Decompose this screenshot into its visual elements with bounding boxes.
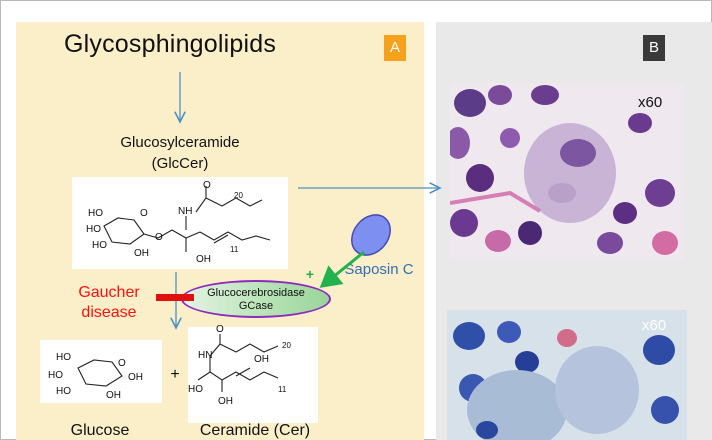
glccer-atoms: HO HO HO OH O O O NH OH 20 11 bbox=[86, 180, 243, 265]
svg-text:NH: NH bbox=[178, 206, 192, 217]
disease-label-line2: disease bbox=[81, 304, 137, 321]
activation-plus: + bbox=[305, 266, 315, 282]
ceramide-structure-card bbox=[188, 327, 318, 423]
svg-text:O: O bbox=[118, 358, 126, 369]
products-plus: + bbox=[170, 366, 180, 383]
magnification-bottom: x60 bbox=[642, 317, 667, 334]
micrograph-top-cells bbox=[450, 83, 684, 259]
svg-text:O: O bbox=[203, 180, 211, 191]
glccer-structure bbox=[103, 186, 271, 252]
ceramide-atoms: HN O OH HO OH 20 11 bbox=[188, 324, 291, 407]
svg-text:HO: HO bbox=[56, 386, 71, 397]
glccer-name: Glucosylceramide bbox=[120, 134, 240, 151]
svg-text:HN: HN bbox=[198, 350, 212, 361]
saposin-c-icon bbox=[351, 214, 391, 256]
svg-text:OH: OH bbox=[106, 390, 121, 401]
inhibition-bar bbox=[156, 294, 194, 301]
svg-text:11: 11 bbox=[278, 385, 287, 394]
svg-text:OH: OH bbox=[218, 396, 233, 407]
glucose-label: Glucose bbox=[70, 422, 130, 439]
micrograph-top bbox=[450, 83, 684, 259]
svg-text:HO: HO bbox=[92, 240, 107, 251]
micrograph-bottom-cells bbox=[447, 310, 687, 440]
svg-text:OH: OH bbox=[134, 248, 149, 259]
ceramide-label: Ceramide (Cer) bbox=[199, 422, 311, 439]
glucose-atoms: HO HO HO OH O OH bbox=[48, 352, 143, 401]
svg-text:OH: OH bbox=[128, 372, 143, 383]
pathway-title: Glycosphingolipids bbox=[64, 30, 277, 58]
glucose-structure bbox=[77, 359, 123, 387]
micrograph-bottom bbox=[447, 310, 687, 440]
svg-text:HO: HO bbox=[188, 384, 203, 395]
magnification-top: x60 bbox=[638, 94, 663, 111]
svg-text:HO: HO bbox=[86, 224, 101, 235]
disease-label-line1: Gaucher bbox=[78, 284, 140, 301]
svg-text:OH: OH bbox=[196, 254, 211, 265]
svg-text:20: 20 bbox=[282, 341, 291, 350]
gcase-name: Glucocerebrosidase bbox=[207, 287, 305, 299]
svg-text:O: O bbox=[155, 232, 163, 243]
svg-text:11: 11 bbox=[230, 245, 239, 254]
glucose-structure-card bbox=[40, 340, 162, 403]
panel-a-badge: A bbox=[384, 35, 406, 61]
saposin-label: Saposin C bbox=[344, 261, 414, 278]
svg-text:OH: OH bbox=[254, 354, 269, 365]
glccer-structure-card bbox=[72, 177, 288, 269]
svg-text:HO: HO bbox=[48, 370, 63, 381]
svg-text:HO: HO bbox=[88, 208, 103, 219]
svg-text:HO: HO bbox=[56, 352, 71, 363]
panel-b-badge: B bbox=[643, 35, 665, 61]
svg-text:O: O bbox=[140, 208, 148, 219]
ceramide-structure bbox=[197, 334, 279, 392]
gcase-enzyme: Glucocerebrosidase GCase bbox=[181, 280, 331, 318]
glccer-abbr: (GlcCer) bbox=[151, 155, 209, 172]
gcase-abbr: GCase bbox=[238, 300, 274, 312]
svg-text:20: 20 bbox=[234, 191, 243, 200]
activation-arrow bbox=[319, 250, 365, 288]
svg-text:O: O bbox=[216, 324, 224, 335]
